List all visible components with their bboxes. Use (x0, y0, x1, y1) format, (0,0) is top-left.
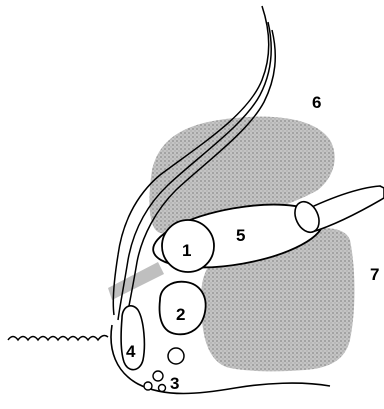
label-4: 4 (126, 342, 136, 361)
label-7: 7 (370, 265, 379, 284)
label-2: 2 (176, 305, 185, 324)
small-circle-d (159, 385, 166, 392)
small-circle-c (144, 382, 152, 390)
wavy-surface-line (8, 336, 108, 340)
small-circle-a (168, 348, 184, 364)
label-6: 6 (312, 93, 321, 112)
label-1: 1 (182, 241, 191, 260)
label-3: 3 (170, 374, 179, 393)
small-circle-b (153, 371, 163, 381)
label-5: 5 (236, 226, 245, 245)
